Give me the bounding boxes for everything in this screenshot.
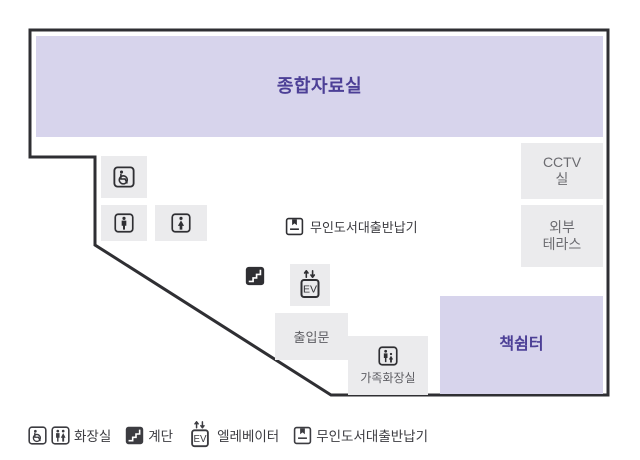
legend: 화장실 계단 EV 엘레베이터 무인도서대출반납기: [28, 420, 435, 450]
elevator-icon: EV: [191, 421, 209, 448]
elevator-tile[interactable]: EV: [290, 264, 330, 306]
family-restroom-label: 가족화장실: [360, 370, 416, 385]
book-lending-machine-marker[interactable]: 무인도서대출반납기: [285, 217, 418, 236]
stairs-icon: [245, 266, 265, 286]
womens-restroom-icon: [171, 213, 191, 233]
legend-item-elevator[interactable]: EV 엘레베이터: [187, 420, 286, 450]
stairs-marker[interactable]: [245, 266, 265, 286]
room-jonghap-jaryosil[interactable]: 종합자료실: [36, 36, 603, 137]
legend-label-elevator: 엘레베이터: [217, 429, 280, 444]
legend-label-stairs: 계단: [148, 429, 174, 444]
womens-restroom-tile[interactable]: [155, 205, 207, 241]
book-lending-machine-icon: [294, 426, 312, 444]
accessible-restroom-icon: [113, 166, 135, 188]
room-outdoor-terrace[interactable]: 외부 테라스: [521, 205, 603, 267]
book-lending-machine-icon: [285, 217, 304, 236]
room-label: 종합자료실: [276, 75, 363, 96]
mens-restroom-tile[interactable]: [101, 205, 147, 241]
room-label: CCTV 실: [542, 153, 582, 187]
legend-item-stairs[interactable]: 계단: [125, 425, 180, 445]
room-label: 책쉼터: [499, 336, 544, 354]
legend-label-restroom: 화장실: [74, 429, 112, 444]
family-restroom-tile[interactable]: 가족화장실: [348, 336, 428, 395]
entrance-door-label: 출입문: [293, 330, 330, 345]
legend-item-book-machine[interactable]: 무인도서대출반납기: [293, 425, 435, 445]
accessible-restroom-icon: [28, 425, 47, 445]
book-lending-machine-label: 무인도서대출반납기: [310, 220, 418, 235]
stairs-icon: [126, 426, 144, 444]
mens-restroom-icon: [114, 213, 134, 233]
legend-item-restroom[interactable]: 화장실: [28, 425, 118, 445]
room-chaekswimteo[interactable]: 책쉼터: [440, 296, 603, 394]
accessible-restroom-tile[interactable]: [101, 156, 147, 198]
room-label: 외부 테라스: [542, 218, 582, 252]
entrance-door-tile[interactable]: 출입문: [275, 313, 348, 360]
room-cctv[interactable]: CCTV 실: [521, 143, 603, 199]
svg-text:EV: EV: [194, 434, 208, 445]
legend-label-book-machine: 무인도서대출반납기: [316, 429, 428, 444]
family-restroom-icon: [378, 345, 398, 366]
svg-text:EV: EV: [303, 284, 317, 296]
elevator-icon: EV: [300, 270, 320, 298]
mens-womens-restroom-icon: [51, 425, 70, 445]
